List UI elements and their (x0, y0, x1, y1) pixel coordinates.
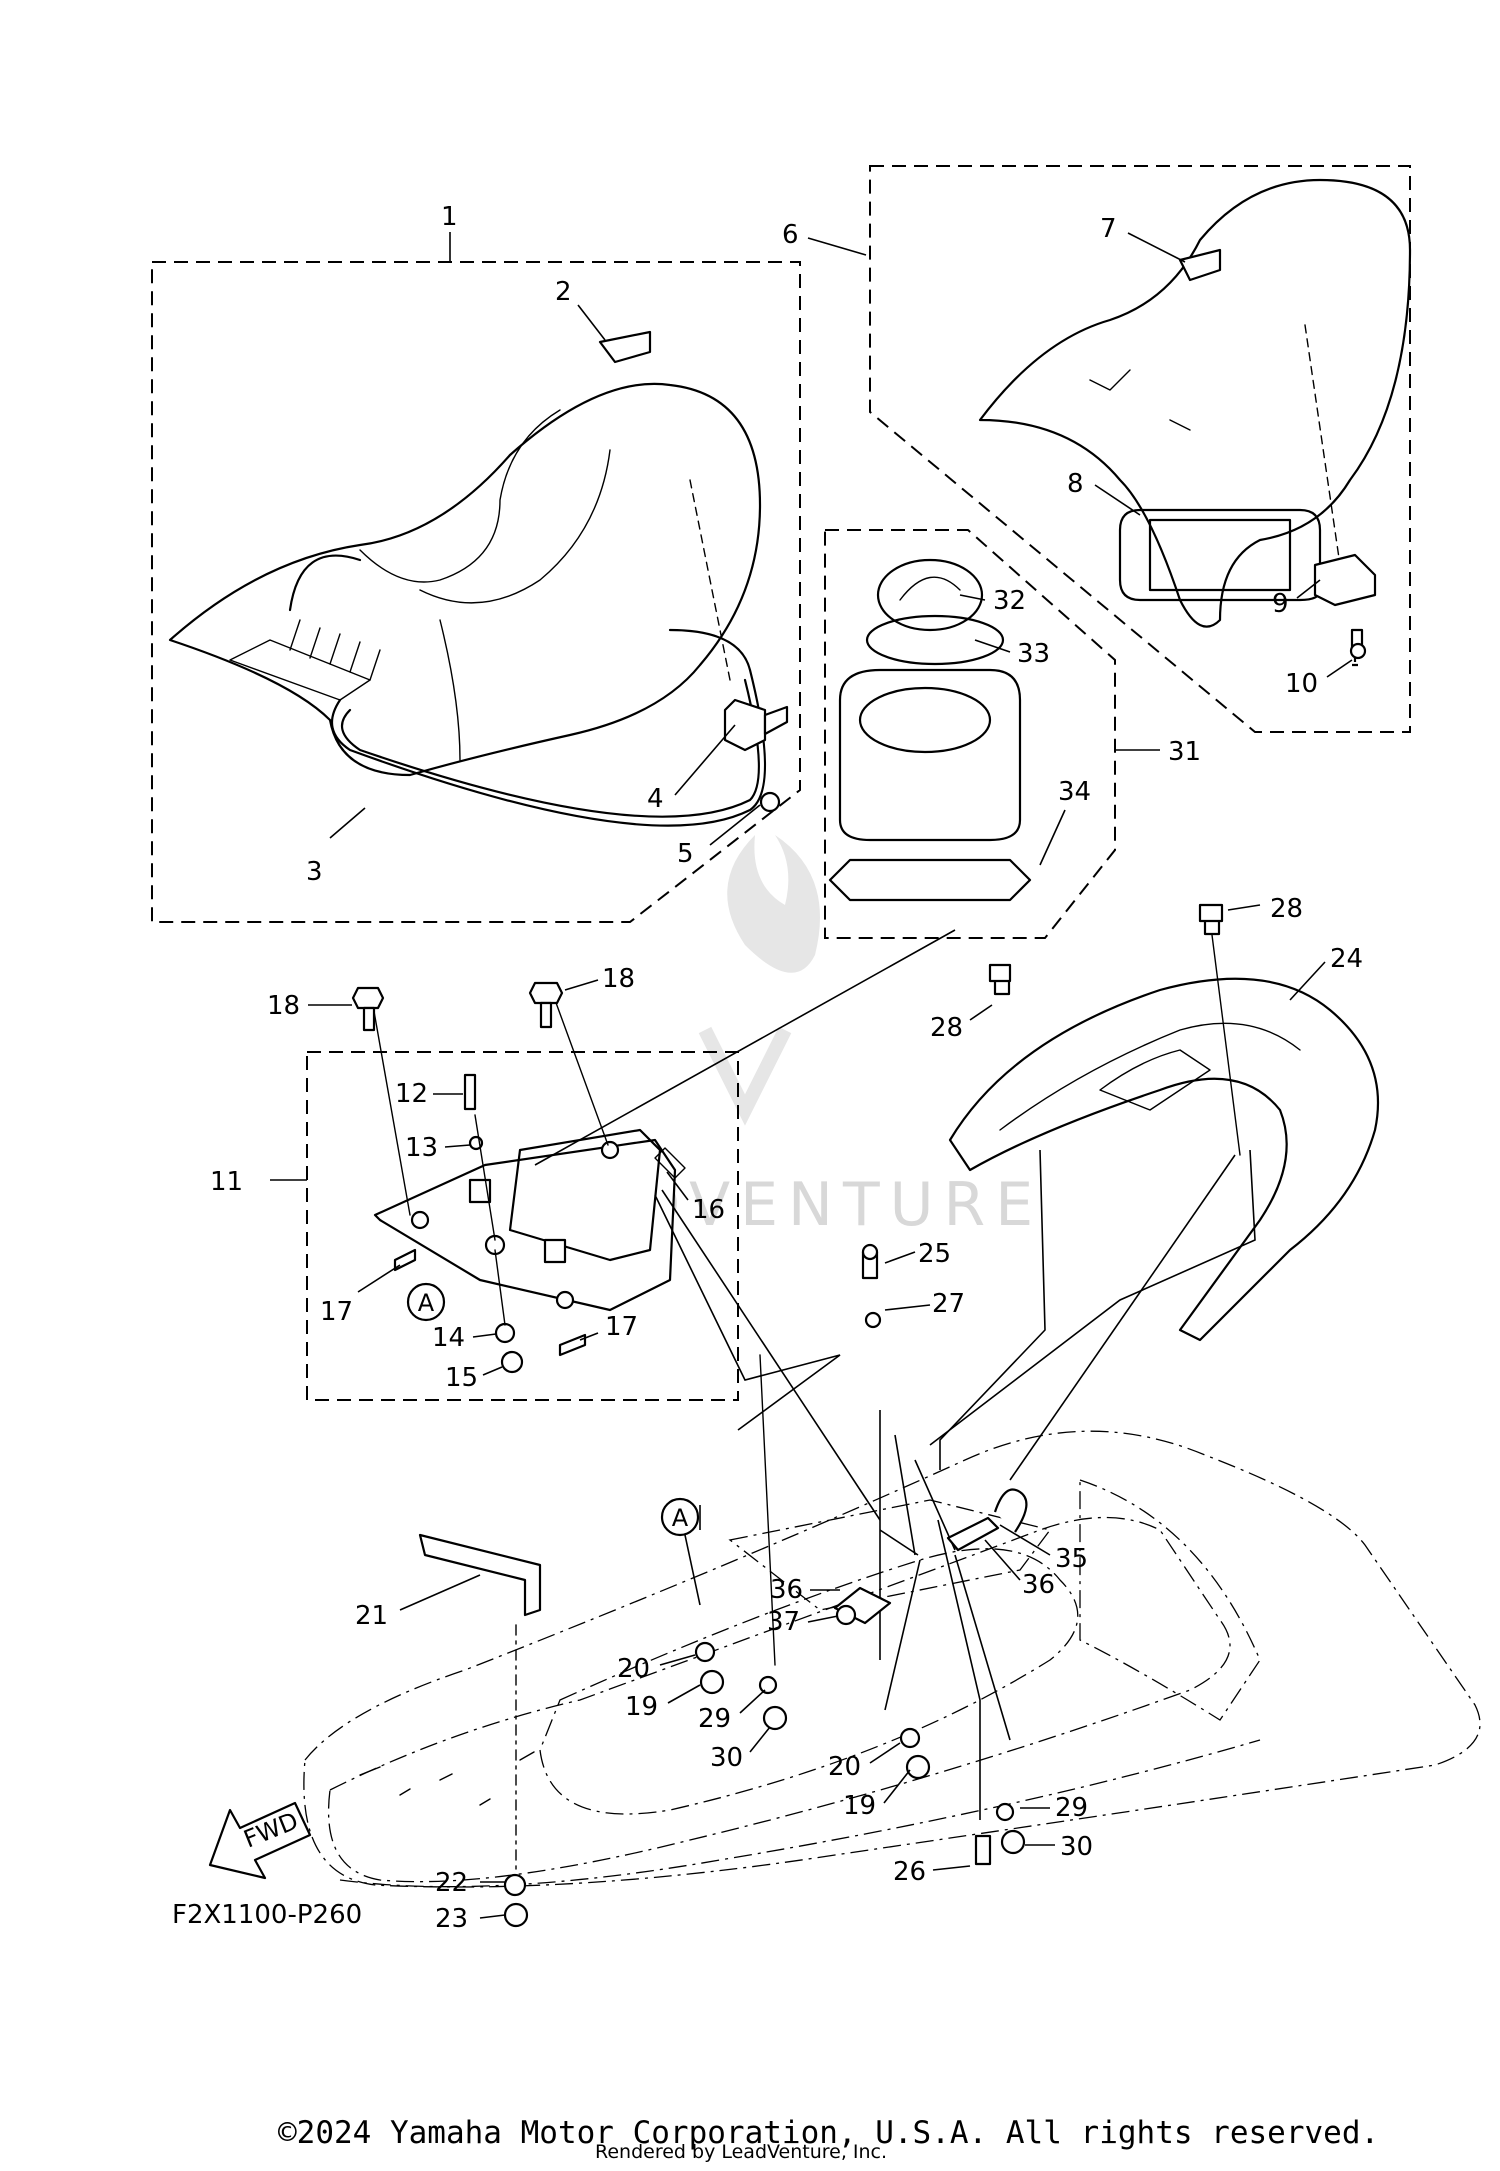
part-28-label-left: 28 (930, 1013, 963, 1043)
part-34-label: 34 (1058, 777, 1091, 807)
bolt-18-right (528, 981, 564, 1029)
part-24-rear-rail (948, 903, 1380, 1342)
part-29-label-b: 29 (1055, 1793, 1088, 1823)
part-10-label: 10 (1285, 669, 1318, 699)
part-3-label: 3 (306, 857, 323, 887)
part-9-label: 9 (1272, 589, 1289, 619)
copyright-notice: ©2024 Yamaha Motor Corporation, U.S.A. A… (278, 2115, 1379, 2151)
part-19-label-a: 19 (625, 1692, 658, 1722)
part-14-label: 14 (432, 1323, 465, 1353)
part-35-label: 35 (1055, 1544, 1088, 1574)
diagram-code: F2X1100-P260 (172, 1900, 362, 1930)
part-1-label: 1 (441, 202, 458, 232)
bolt-25 (861, 1243, 882, 1329)
bolt-18-left (351, 986, 385, 1032)
part-17-label-left: 17 (320, 1297, 353, 1327)
part-23-label: 23 (435, 1904, 468, 1934)
fwd-arrow: FWD (208, 1801, 312, 1880)
part-4-label: 4 (647, 784, 664, 814)
part-36-label-left: 36 (770, 1575, 803, 1605)
part-17-label-right: 17 (605, 1312, 638, 1342)
group-6-rear-seat (869, 165, 1412, 733)
part-29-label-a: 29 (698, 1704, 731, 1734)
part-12-label: 12 (395, 1079, 428, 1109)
svg-text:A: A (418, 1289, 435, 1317)
hull-hardware (418, 1488, 1028, 1928)
part-2-label: 2 (555, 277, 572, 307)
part-20-label-b: 20 (828, 1752, 861, 1782)
group-31-storage-bin (824, 529, 1160, 939)
group-1-front-seat (151, 232, 801, 923)
part-13-label: 13 (405, 1133, 438, 1163)
part-36-label-right: 36 (1022, 1570, 1055, 1600)
part-16-label: 16 (692, 1195, 725, 1225)
part-22-label: 22 (435, 1868, 468, 1898)
group-11-bracket (270, 999, 739, 1401)
ref-marker-a-hull: A (660, 1497, 701, 1606)
callout-labels: 1 2 3 4 5 6 7 8 9 10 11 12 13 14 15 16 1… (210, 202, 1363, 1934)
rendered-by: Rendered by LeadVenture, Inc. (595, 2141, 887, 2163)
part-7-label: 7 (1100, 214, 1117, 244)
part-11-label: 11 (210, 1167, 243, 1197)
part-18-label-left: 18 (267, 991, 300, 1021)
part-24-label: 24 (1330, 944, 1363, 974)
part-30-label-a: 30 (710, 1743, 743, 1773)
part-19-label-b: 19 (843, 1791, 876, 1821)
part-21-label: 21 (355, 1601, 388, 1631)
part-31-label: 31 (1168, 737, 1201, 767)
part-30-label-b: 30 (1060, 1832, 1093, 1862)
part-8-label: 8 (1067, 469, 1084, 499)
part-5-label: 5 (677, 839, 694, 869)
svg-text:A: A (672, 1504, 689, 1532)
part-26-label: 26 (893, 1857, 926, 1887)
part-27-label: 27 (932, 1289, 965, 1319)
part-20-label-a: 20 (617, 1654, 650, 1684)
part-28-label-right: 28 (1270, 894, 1303, 924)
hull-outline (303, 1430, 1481, 1888)
ref-marker-a-bracket: A (406, 1282, 446, 1322)
part-37-label: 37 (767, 1607, 800, 1637)
part-32-label: 32 (993, 586, 1026, 616)
pointer-lines (534, 929, 1256, 1820)
part-6-label: 6 (782, 220, 799, 250)
part-25-label: 25 (918, 1239, 951, 1269)
part-18-label-right: 18 (602, 964, 635, 994)
part-15-label: 15 (445, 1363, 478, 1393)
part-33-label: 33 (1017, 639, 1050, 669)
